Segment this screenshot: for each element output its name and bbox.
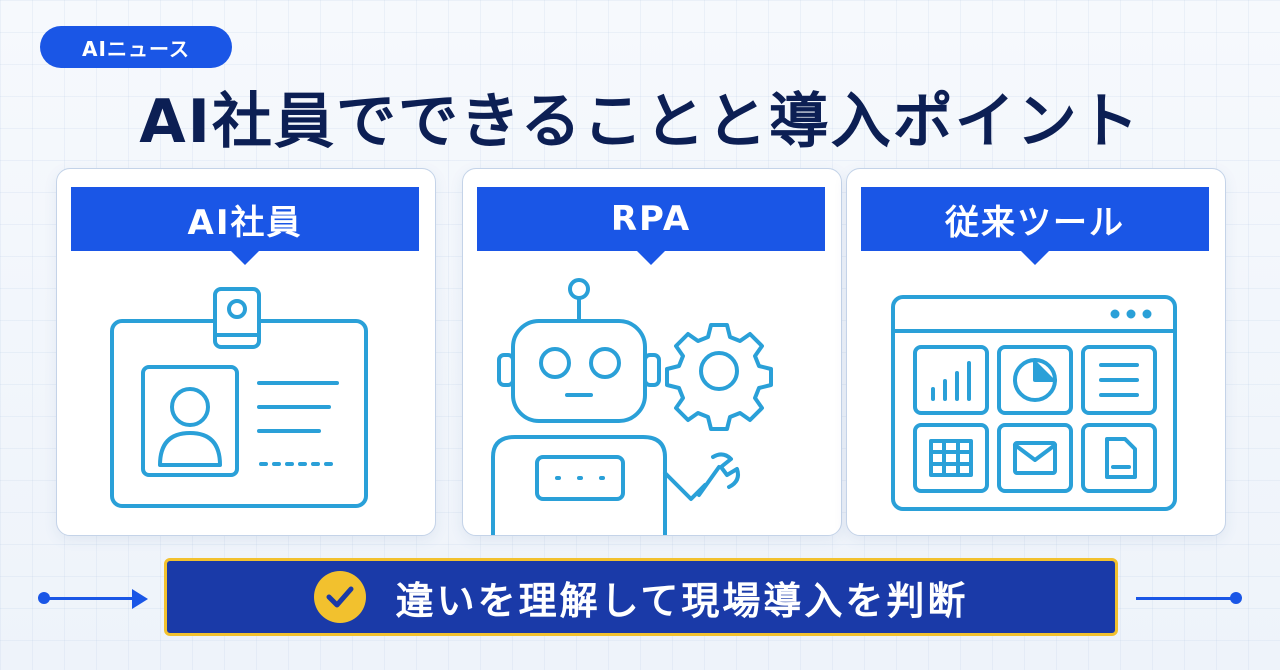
card-rpa: RPA: [462, 168, 842, 536]
app-window-icon: [891, 295, 1177, 511]
arrow-right-icon: [132, 589, 148, 609]
card-header-label: AI社員: [71, 187, 419, 265]
id-badge-icon: [110, 287, 368, 508]
right-arrow-line: [1136, 597, 1232, 600]
banner-text: 違いを理解して現場導入を判断: [395, 578, 969, 623]
left-arrow-line: [46, 597, 136, 600]
left-arrow-dot: [38, 592, 50, 604]
check-circle-icon: [313, 571, 366, 623]
card-header-label: 従来ツール: [861, 187, 1209, 265]
category-tag[interactable]: AIニュース: [40, 26, 232, 68]
card-legacy-tools: 従来ツール: [846, 168, 1226, 536]
card-ai-employee: AI社員: [56, 168, 436, 536]
card-header-label: RPA: [477, 187, 825, 265]
right-arrow-dot: [1230, 592, 1242, 604]
robot-gear-icon: [491, 278, 773, 535]
page-title: AI社員でできることと導入ポイント: [139, 87, 1141, 157]
conclusion-banner: 違いを理解して現場導入を判断: [164, 558, 1118, 636]
